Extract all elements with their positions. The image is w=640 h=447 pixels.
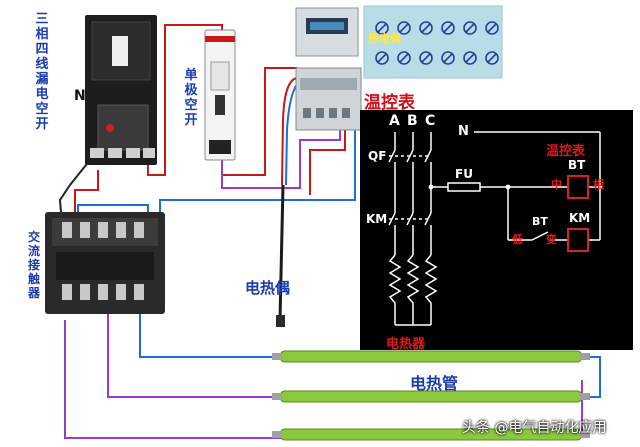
- schematic-wires: [388, 131, 601, 326]
- wire-blue-3: [139, 300, 275, 358]
- terminal-slot: [487, 23, 497, 33]
- temp-controller-photo: [295, 7, 362, 131]
- terminal-screw: [485, 51, 499, 65]
- terminal-slot: [399, 53, 409, 63]
- terminal-slot: [465, 23, 475, 33]
- low-label: 低: [512, 233, 523, 246]
- three-phase-breaker: [85, 15, 157, 165]
- watermark: 头条 @电气自动化应用: [462, 420, 607, 436]
- heater-tubes-label: 电热管: [410, 374, 459, 393]
- phase-x-label: 相: [593, 178, 604, 191]
- wire-blue-2: [159, 125, 356, 215]
- wire-purple-2: [64, 320, 290, 439]
- terminal-slot: [443, 23, 453, 33]
- km-label-left: KM: [366, 212, 388, 226]
- contactor-label: 交流接触器: [27, 230, 40, 300]
- wiring-paper-terminals: [375, 21, 499, 65]
- terminal-slot: [465, 53, 475, 63]
- wire-red-4: [309, 125, 346, 195]
- neutral-label: N: [458, 124, 469, 139]
- terminal-screw: [463, 51, 477, 65]
- phase-label-b: B: [407, 113, 418, 129]
- schematic-coils: [567, 175, 589, 252]
- km-label-right: KM: [569, 211, 591, 225]
- neutral-mark: N: [74, 88, 86, 104]
- controller-title: 温控表: [546, 144, 586, 159]
- terminal-screw: [441, 51, 455, 65]
- terminal-screw: [375, 21, 389, 35]
- thermocouple-probe: [276, 184, 285, 327]
- wiring-paper: [363, 5, 503, 79]
- fu-label: FU: [455, 167, 473, 181]
- single-pole-breaker: [204, 29, 236, 161]
- terminal-screw: [375, 51, 389, 65]
- wire-blue-4: [585, 356, 601, 398]
- temp-controller-label: 温控表: [364, 93, 415, 113]
- terminal-screw: [485, 21, 499, 35]
- wire-purple-1: [221, 125, 341, 189]
- high-label: 变: [546, 233, 557, 246]
- qf-label: QF: [368, 149, 387, 163]
- terminal-screw: [397, 51, 411, 65]
- terminal-slot: [421, 23, 431, 33]
- heater-tube-1: [279, 350, 583, 363]
- bt-label-top: BT: [568, 158, 586, 172]
- breaker-label: 三相四线漏电空开: [35, 12, 49, 132]
- terminal-slot: [377, 53, 387, 63]
- terminal-slot: [487, 53, 497, 63]
- schematic-panel: [360, 110, 633, 350]
- terminal-screw: [419, 21, 433, 35]
- terminal-slot: [399, 23, 409, 33]
- thermocouple-label: 电热偶: [245, 279, 291, 297]
- ac-contactor: [45, 212, 165, 314]
- terminal-screw: [419, 51, 433, 65]
- terminal-screw: [463, 21, 477, 35]
- heater-label: 电热器: [386, 337, 426, 352]
- terminal-slot: [443, 53, 453, 63]
- schematic-junctions: [428, 184, 603, 190]
- single-pole-label: 单极空开: [184, 68, 198, 128]
- wire-purple-4: [107, 300, 275, 398]
- wiring-paper-label: 热电偶: [368, 32, 401, 45]
- mid-label: 中: [551, 178, 562, 191]
- bt-label-bottom: BT: [532, 215, 548, 228]
- terminal-slot: [421, 53, 431, 63]
- wire-red-3: [74, 170, 99, 225]
- wire-red-1: [147, 24, 223, 176]
- phase-label-a: A: [389, 113, 400, 129]
- terminal-screw: [441, 21, 455, 35]
- phase-label-c: C: [425, 113, 436, 129]
- terminal-screw: [397, 21, 411, 35]
- terminal-slot: [377, 23, 387, 33]
- heater-tubes: [272, 350, 590, 441]
